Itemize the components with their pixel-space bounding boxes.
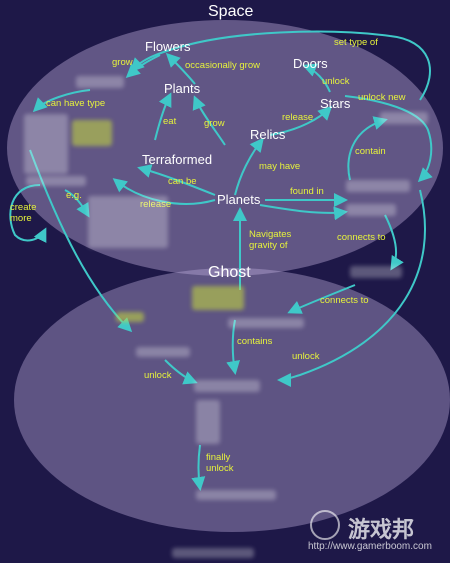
edge-label-finally-unlock: finally unlock [206,452,234,475]
edge-label-connects-to-1: connects to [337,232,386,243]
blurred-text-2 [24,114,68,174]
blurred-text-7 [346,180,410,192]
edge-label-release-left: release [140,199,172,210]
blurred-text-1 [76,76,124,88]
arrow-can-be [137,164,216,196]
arrow-release-left [112,178,216,205]
edge-label-unlock-new: unlock new [358,92,406,103]
edge-label-set-type-of: set type of [334,37,378,48]
edge-label-create-more: create more [10,202,37,224]
edge-label-unlock-ghost-1: unlock [144,370,172,381]
arrow-eat [154,92,172,141]
node-plants: Plants [164,81,201,96]
watermark-logo-icon [310,510,340,540]
edge-label-occasionally-grow: occasionally grow [185,60,260,71]
blurred-text-8 [346,204,396,216]
arrow-left-down [29,149,133,333]
blurred-text-11 [228,318,304,328]
edge-label-unlock-ghost-2: unlock [292,351,320,362]
arrow-unlock-new [344,95,433,183]
arrow-may-have [234,137,264,196]
blurred-text-13 [136,347,190,357]
arrow-occasionally-grow [165,52,196,85]
edge-label-eat: eat [163,116,177,127]
blurred-text-14 [194,380,260,392]
edge-label-found-in: found in [290,186,324,197]
edge-label-contains: contains [237,336,273,347]
edge-label-unlock-doors: unlock [322,76,350,87]
arrow-unlock-ghost-1 [164,359,198,385]
edge-label-eg: e.g. [66,190,82,201]
arrow-connects-to-2 [287,284,356,314]
blurred-text-17 [172,548,254,558]
blurred-text-4 [26,176,86,186]
watermark-url: http://www.gamerboom.com [308,541,432,552]
blurred-text-10 [192,286,244,310]
edge-label-connects-to-2: connects to [320,295,369,306]
node-doors: Doors [293,56,328,71]
arrow-planets-to-ghost-list [259,204,348,221]
blurred-text-15 [196,400,220,444]
ghost-ellipse [14,268,450,532]
arrow-unlock-doors [302,63,331,93]
arrow-set-type-of [129,30,431,101]
arrow-create-more [9,184,47,243]
blurred-text-16 [196,490,276,500]
arrow-contain [347,116,388,181]
edge-label-contain: contain [355,146,386,157]
blurred-text-3 [72,120,112,146]
arrow-grow-top [125,54,161,79]
watermark-brand: 游戏邦 [348,517,415,542]
node-stars: Stars [320,96,351,111]
edge-label-grow-top: grow [112,57,133,68]
arrow-eg [64,189,90,218]
arrow-release-stars [269,105,333,136]
arrow-contains [226,319,240,375]
blurred-text-5 [88,196,168,248]
arrow-can-have-type [32,89,91,113]
blurred-text-6 [380,112,428,124]
arrow-grow-mid [192,95,226,146]
arrow-finally-unlock [191,444,206,491]
blurred-text-12 [116,312,144,322]
edge-label-release-stars: release [282,112,314,123]
arrow-connects-to-1 [384,214,404,271]
edge-label-can-have-type: can have type [46,98,106,109]
edge-label-grow-mid: grow [204,118,225,129]
edge-label-may-have: may have [259,161,301,172]
arrow-unlock-ghost-2 [277,189,426,387]
node-relics: Relics [250,127,286,142]
node-terraformed: Terraformed [142,152,213,167]
node-planets: Planets [217,192,261,207]
section-title-ghost: Ghost [208,264,251,281]
section-title-space: Space [208,3,254,20]
edge-label-navigates-gravity: Navigates gravity of [249,229,292,252]
blurred-text-9 [350,266,402,278]
edge-label-can-be: can be [168,176,197,187]
node-flowers: Flowers [145,39,191,54]
